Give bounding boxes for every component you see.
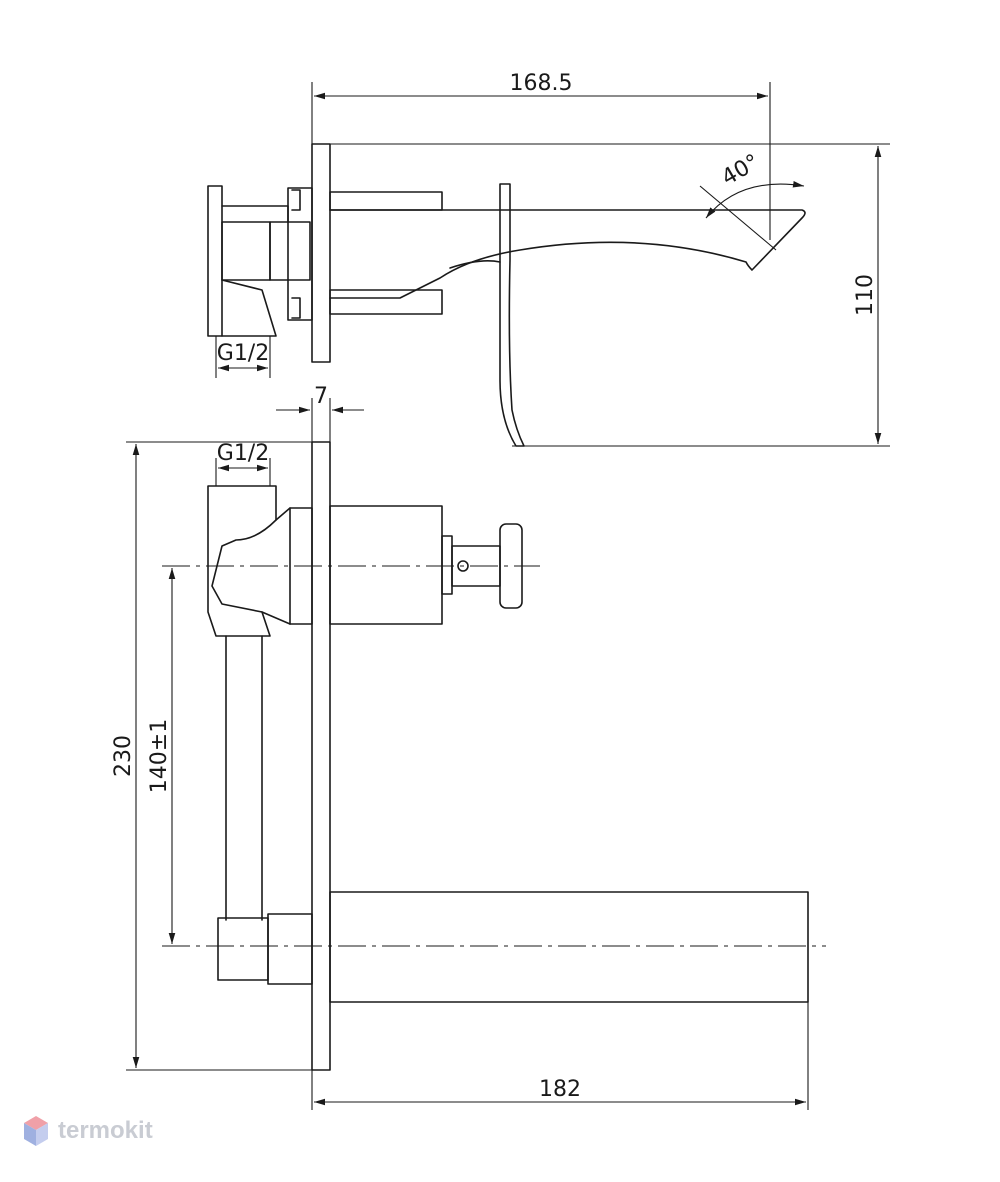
dim-thread-top: G1/2: [215, 336, 271, 378]
wall-plate-top: [311, 143, 331, 363]
flange-clips: [291, 189, 301, 319]
connector-body: [221, 205, 289, 337]
cube-logo-icon: [24, 1116, 48, 1146]
wall-plate-front: [311, 441, 331, 1071]
dim-plate-offset-label: 7: [314, 384, 328, 409]
valve-housing: [329, 505, 443, 625]
spout-front: [329, 891, 809, 1003]
valve-stem: [269, 221, 311, 281]
dim-center-distance: 140±1: [147, 568, 176, 944]
dim-height: 110: [330, 143, 890, 447]
dim-height-label: 110: [853, 274, 878, 316]
body-top: [329, 191, 443, 211]
dim-angle-label: 40°: [718, 150, 764, 191]
dim-bottom-width: 182: [311, 1002, 809, 1110]
dim-angle: 40°: [699, 150, 805, 251]
dim-plate-offset: 7: [276, 384, 364, 442]
lower-connector: [217, 917, 269, 981]
lever-join: [449, 260, 501, 269]
lever-handle: [499, 183, 525, 447]
lower-connector-body: [267, 913, 313, 985]
front-view: [207, 441, 809, 1071]
watermark: termokit: [22, 1114, 153, 1148]
dim-total-height-label: 230: [111, 735, 136, 777]
inlet-join: [261, 507, 291, 625]
set-screw: [457, 560, 469, 572]
dim-bottom-width-label: 182: [539, 1077, 581, 1102]
spout-side: [329, 209, 806, 299]
watermark-text: termokit: [58, 1117, 153, 1144]
dim-center-distance-label: 140±1: [147, 719, 172, 793]
housing-collar: [441, 535, 453, 595]
dim-thread-mid-label: G1/2: [217, 441, 269, 466]
dim-thread-mid: G1/2: [215, 441, 271, 486]
dim-total-height: 230: [111, 441, 312, 1071]
inlet-body: [207, 485, 277, 637]
valve-core: [221, 221, 271, 281]
body-bottom: [329, 289, 443, 315]
dim-top-width: 168.5: [311, 71, 771, 240]
dim-thread-top-label: G1/2: [217, 341, 269, 366]
connector-face: [207, 185, 223, 337]
dim-top-width-label: 168.5: [510, 71, 573, 96]
side-view: [207, 143, 806, 447]
flange-rear: [287, 187, 313, 321]
